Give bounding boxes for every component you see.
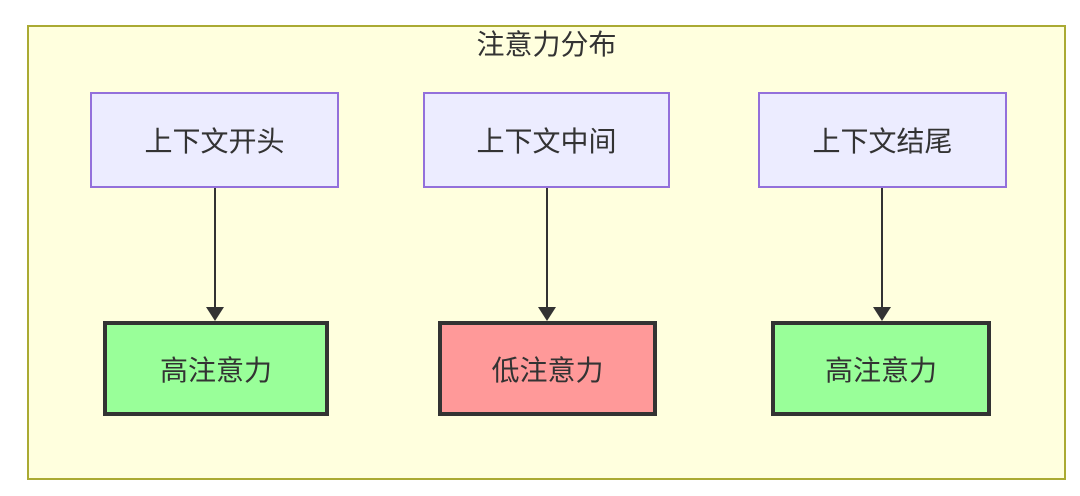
node-high-attention-end: 高注意力 (771, 321, 991, 416)
node-context-start: 上下文开头 (90, 92, 339, 188)
node-high-attention-start: 高注意力 (103, 321, 329, 416)
node-context-end: 上下文结尾 (758, 92, 1007, 188)
arrow-end-to-high-icon (881, 188, 883, 307)
node-label: 上下文开头 (144, 126, 285, 157)
node-context-middle: 上下文中间 (423, 92, 670, 188)
node-label: 高注意力 (824, 354, 937, 386)
arrow-middle-to-low-icon (546, 188, 548, 307)
arrow-start-to-high-icon (214, 188, 216, 307)
node-label: 上下文结尾 (812, 126, 953, 157)
node-label: 上下文中间 (476, 126, 617, 157)
node-label: 高注意力 (159, 354, 272, 386)
cluster-title: 注意力分布 (476, 29, 617, 60)
node-label: 低注意力 (491, 354, 604, 386)
node-low-attention-middle: 低注意力 (438, 321, 657, 416)
